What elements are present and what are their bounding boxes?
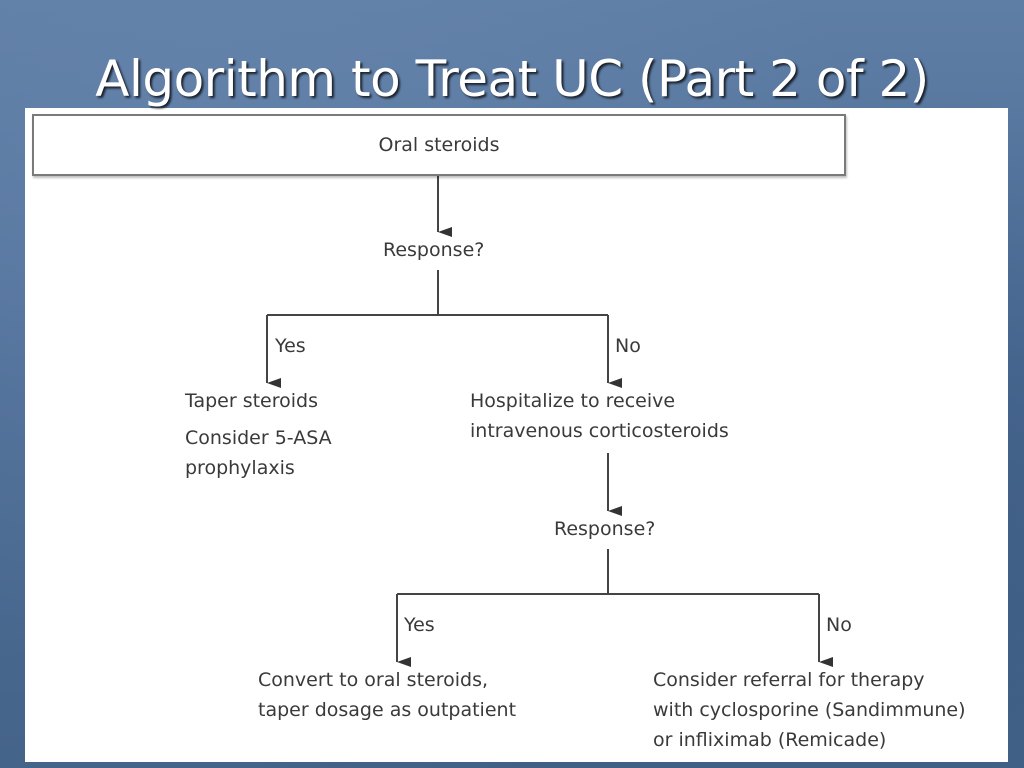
branch-1-no-label: No <box>615 335 641 357</box>
no-2-line-3: or infliximab (Remicade) <box>653 729 887 751</box>
flowchart-connectors <box>266 174 833 667</box>
start-box-label: Oral steroids <box>378 134 500 156</box>
no-1-line-2: intravenous corticosteroids <box>470 420 729 442</box>
branch-2-yes-label: Yes <box>404 614 435 636</box>
yes-2-line-1: Convert to oral steroids, <box>258 669 489 691</box>
no-2-line-1: Consider referral for therapy <box>653 669 925 691</box>
question-2-label: Response? <box>554 518 656 540</box>
branch-2-no-label: No <box>826 614 852 636</box>
start-box: Oral steroids <box>32 114 846 176</box>
no-2-line-2: with cyclosporine (Sandimmune) <box>653 699 966 721</box>
yes-1-line-2: Consider 5-ASA <box>185 427 332 449</box>
question-1-label: Response? <box>383 239 485 261</box>
yes-1-line-3: prophylaxis <box>185 457 295 479</box>
yes-1-line-1: Taper steroids <box>185 390 318 412</box>
flowchart-panel: Oral steroids Response? Yes No Taper ste… <box>25 108 1008 762</box>
slide-title: Algorithm to Treat UC (Part 2 of 2) <box>95 50 929 108</box>
yes-2-line-2: taper dosage as outpatient <box>258 699 517 721</box>
branch-1-yes-label: Yes <box>275 335 306 357</box>
no-1-line-1: Hospitalize to receive <box>470 390 676 412</box>
